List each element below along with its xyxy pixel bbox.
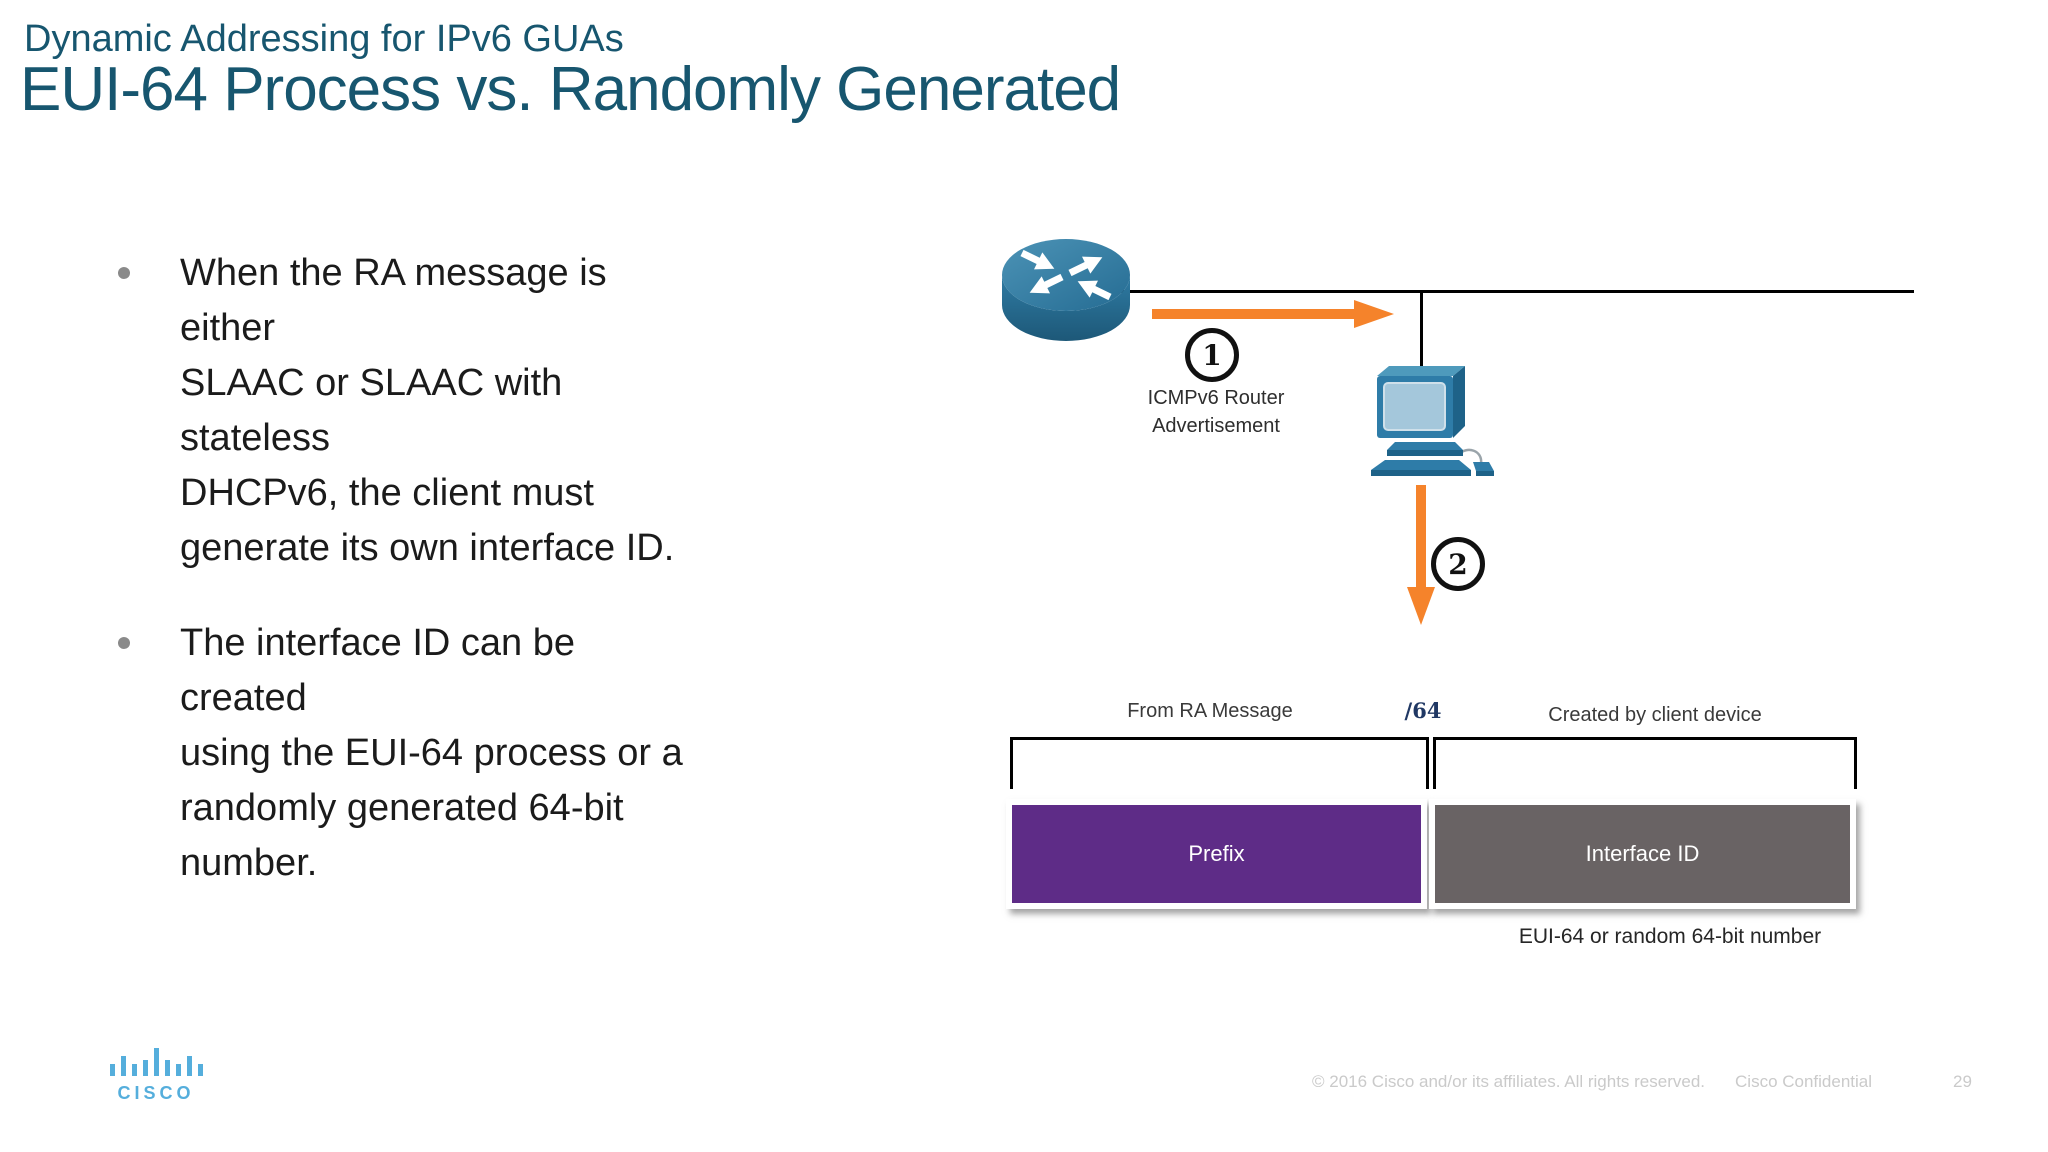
prefix-bracket <box>1010 737 1429 789</box>
ethernet-segment-line <box>1108 290 1914 293</box>
router-icon <box>1002 239 1130 341</box>
bullet-item: The interface ID can be created using th… <box>110 616 710 891</box>
slide-pretitle: Dynamic Addressing for IPv6 GUAs <box>24 18 624 60</box>
prefix-source-label: From RA Message <box>1127 700 1293 722</box>
bullet-text-line: generate its own interface ID. <box>180 527 675 569</box>
interface-source-label: Created by client device <box>1548 704 1762 726</box>
footer-copyright: © 2016 Cisco and/or its affiliates. All … <box>1312 1072 1706 1091</box>
prefix-box: Prefix <box>1006 799 1427 909</box>
step-2-badge: 2 <box>1431 537 1485 591</box>
ra-message-arrow <box>1152 300 1394 328</box>
footer-note: © 2016 Cisco and/or its affiliates. All … <box>1312 1072 1872 1092</box>
bullet-dot <box>118 267 130 279</box>
cisco-logo-bars-icon <box>110 1048 203 1076</box>
cisco-logo: CISCO <box>104 1048 208 1104</box>
interface-id-box: Interface ID <box>1429 799 1856 909</box>
interface-box-label: Interface ID <box>1435 805 1850 903</box>
step-1-badge: 1 <box>1185 328 1239 382</box>
step-1-number: 1 <box>1202 338 1222 372</box>
step-2-number: 2 <box>1448 547 1468 581</box>
bullet-text-line: SLAAC or SLAAC with stateless <box>180 362 563 459</box>
cisco-logo-word: CISCO <box>117 1083 195 1103</box>
interface-id-caption: EUI-64 or random 64-bit number <box>1518 925 1822 948</box>
bullet-text-line: When the RA message is either <box>180 252 607 349</box>
page-number: 29 <box>1953 1072 1972 1091</box>
prefix-box-label: Prefix <box>1012 805 1421 903</box>
page-title: EUI-64 Process vs. Randomly Generated <box>20 55 1121 124</box>
bullet-item: When the RA message is either SLAAC or S… <box>110 246 710 576</box>
client-pc-icon <box>1371 366 1494 476</box>
interface-id-arrow <box>1407 485 1435 625</box>
bullet-text-line: The interface ID can be created <box>180 622 575 719</box>
bullet-text-line: using the EUI-64 process or a <box>180 732 683 774</box>
client-drop-line <box>1420 292 1423 370</box>
bullet-text-line: number. <box>180 842 318 884</box>
prefix-length-label: /64 <box>1404 698 1442 723</box>
bullet-dot <box>118 637 130 649</box>
bullet-list: When the RA message is either SLAAC or S… <box>110 246 710 891</box>
interface-bracket <box>1433 737 1857 789</box>
bullet-text-line: DHCPv6, the client must <box>180 472 594 514</box>
footer-confidential: Cisco Confidential <box>1735 1072 1873 1091</box>
ra-message-label: ICMPv6 Router Advertisement <box>1147 387 1285 437</box>
bullet-text-line: randomly generated 64-bit <box>180 787 624 829</box>
